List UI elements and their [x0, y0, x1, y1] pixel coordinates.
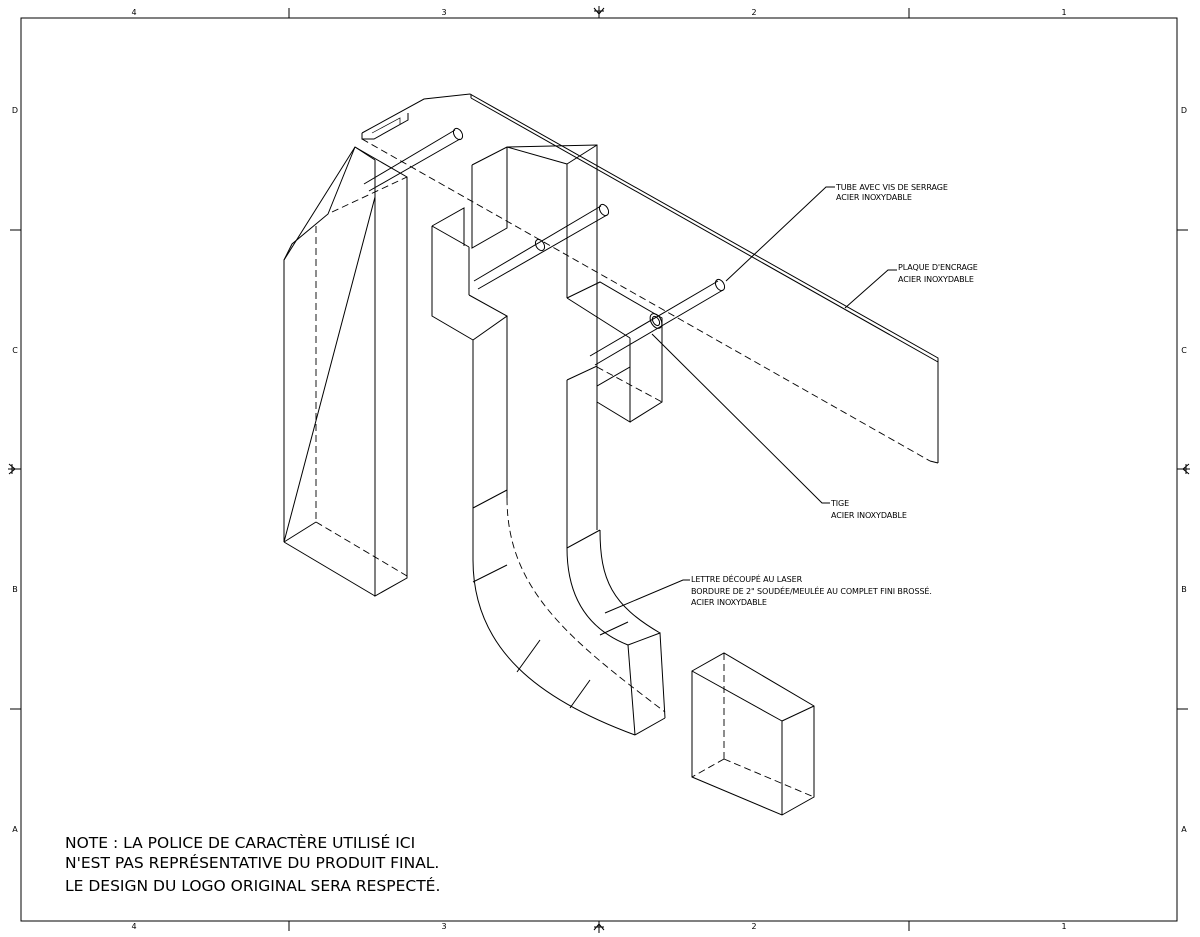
note-line-3: LE DESIGN DU LOGO ORIGINAL SERA RESPECTÉ…	[65, 876, 440, 895]
callout-letter-line-1: LETTRE DÉCOUPÉ AU LASER	[691, 573, 803, 584]
zone-row-b-left: B	[12, 585, 18, 594]
zone-col-3-top: 3	[441, 8, 446, 17]
callout-tube-line-1: TUBE AVEC VIS DE SERRAGE	[835, 183, 948, 192]
callout-tube: TUBE AVEC VIS DE SERRAGE ACIER INOXYDABL…	[835, 183, 948, 202]
leader-tube	[725, 186, 835, 282]
top-centering-mark	[593, 7, 605, 15]
callout-tube-line-2: ACIER INOXYDABLE	[836, 193, 912, 202]
zone-row-d-right: D	[1181, 106, 1187, 115]
zone-col-2-bottom: 2	[751, 922, 756, 931]
note-line-1: NOTE : LA POLICE DE CARACTÈRE UTILISÉ IC…	[65, 833, 415, 852]
mounting-plate	[361, 93, 939, 464]
zone-row-c-left: C	[12, 346, 18, 355]
zone-col-1-top: 1	[1061, 8, 1066, 17]
zone-col-4-bottom: 4	[131, 922, 136, 931]
callout-plate-line-1: PLAQUE D'ENCRAGE	[898, 263, 978, 272]
sheet-frame: 4 3 2 1 4 3 2 1 D C B A D C B A	[8, 6, 1190, 933]
right-centering-mark	[1182, 463, 1190, 475]
left-centering-mark	[8, 463, 16, 475]
drawing-note: NOTE : LA POLICE DE CARACTÈRE UTILISÉ IC…	[65, 833, 440, 895]
zone-row-b-right: B	[1181, 585, 1187, 594]
rod-top	[363, 127, 464, 192]
tubes-and-rods	[363, 127, 726, 366]
drawing-border	[20, 17, 1178, 922]
zone-col-2-top: 2	[751, 8, 756, 17]
note-line-2: N'EST PAS REPRÉSENTATIVE DU PRODUIT FINA…	[65, 853, 439, 872]
zone-col-3-bottom: 3	[441, 922, 446, 931]
letter-curved-stroke	[431, 207, 666, 736]
callout-letter: LETTRE DÉCOUPÉ AU LASER BORDURE DE 2" SO…	[691, 573, 932, 607]
leader-lines	[604, 186, 897, 614]
callout-rod-line-2: ACIER INOXYDABLE	[831, 511, 907, 520]
zone-row-c-right: C	[1181, 346, 1187, 355]
bottom-centering-mark	[593, 923, 605, 931]
leader-rod	[651, 333, 830, 504]
callout-letter-line-2: BORDURE DE 2" SOUDÉE/MEULÉE AU COMPLET F…	[691, 585, 932, 596]
rod-middle	[473, 203, 610, 290]
leader-plate	[844, 269, 897, 309]
leader-letter	[604, 579, 690, 614]
tube-with-clamp	[589, 278, 726, 366]
callout-rod-line-1: TIGE	[830, 499, 849, 508]
callout-plate: PLAQUE D'ENCRAGE ACIER INOXYDABLE	[898, 263, 978, 284]
zone-col-4-top: 4	[131, 8, 136, 17]
zone-row-d-left: D	[12, 106, 18, 115]
letter-left-upright	[283, 146, 408, 597]
callout-plate-line-2: ACIER INOXYDABLE	[898, 275, 974, 284]
callout-letter-line-3: ACIER INOXYDABLE	[691, 598, 767, 607]
zone-row-a-left: A	[12, 825, 18, 834]
letter-base-block	[691, 652, 815, 816]
zone-row-a-right: A	[1181, 825, 1187, 834]
zone-col-1-bottom: 1	[1061, 922, 1066, 931]
callout-rod: TIGE ACIER INOXYDABLE	[830, 499, 907, 520]
